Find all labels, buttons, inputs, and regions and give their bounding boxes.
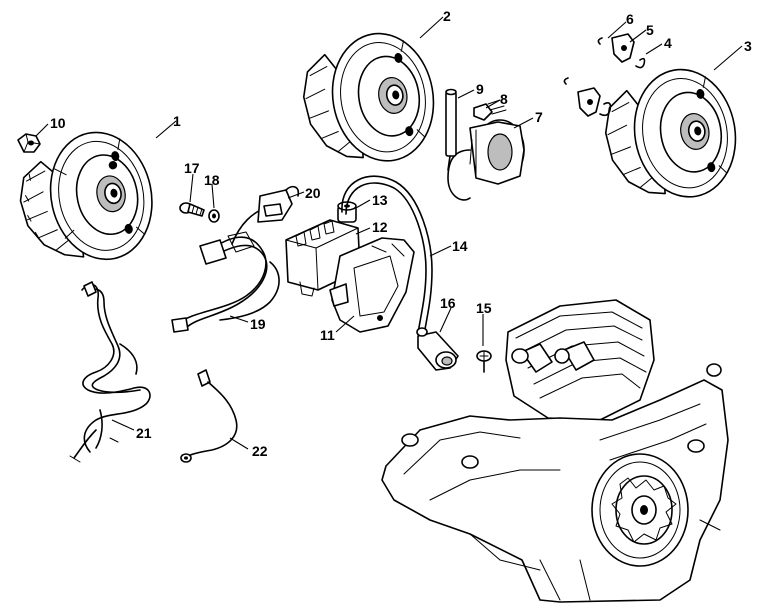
- wiring-harness-19[interactable]: [171, 205, 280, 333]
- callout-1[interactable]: 1: [173, 113, 181, 129]
- callout-22[interactable]: 22: [252, 443, 268, 459]
- flywheel-3[interactable]: [597, 62, 745, 210]
- callout-14[interactable]: 14: [452, 238, 468, 254]
- callout-21[interactable]: 21: [136, 425, 152, 441]
- callout-18[interactable]: 18: [204, 172, 220, 188]
- flywheel-1[interactable]: [10, 123, 164, 275]
- flywheel-2[interactable]: [295, 26, 443, 174]
- callout-10[interactable]: 10: [50, 115, 66, 131]
- cover-11[interactable]: [329, 237, 415, 333]
- callout-5[interactable]: 5: [646, 22, 654, 38]
- callout-16[interactable]: 16: [440, 295, 456, 311]
- washer-18[interactable]: [208, 209, 220, 223]
- callout-11[interactable]: 11: [320, 327, 335, 343]
- callout-7[interactable]: 7: [535, 109, 543, 125]
- callout-15[interactable]: 15: [476, 300, 492, 316]
- callout-2[interactable]: 2: [443, 8, 451, 24]
- callout-17[interactable]: 17: [184, 160, 200, 176]
- ht-lead-14[interactable]: [341, 175, 433, 337]
- callout-6[interactable]: 6: [626, 11, 634, 27]
- ignition-module-7[interactable]: [447, 119, 525, 201]
- pin-9[interactable]: [445, 88, 457, 171]
- nut-10[interactable]: [17, 133, 41, 153]
- screw-15[interactable]: [476, 350, 492, 373]
- pawl-parts-4-5-6[interactable]: [563, 33, 646, 117]
- wire-harness-21[interactable]: [69, 281, 151, 463]
- callout-numbers: 1 2 3 4 5 6 7 8 9 10 11 12 13 14 15 16 1…: [50, 8, 752, 459]
- ground-wire-22[interactable]: [180, 369, 238, 463]
- callout-9[interactable]: 9: [476, 81, 484, 97]
- callout-20[interactable]: 20: [305, 185, 321, 201]
- callout-13[interactable]: 13: [372, 192, 388, 208]
- leader-lines: [35, 16, 743, 450]
- callout-3[interactable]: 3: [744, 38, 752, 54]
- switch-20[interactable]: [257, 185, 300, 223]
- screw-17[interactable]: [179, 202, 205, 217]
- callout-19[interactable]: 19: [250, 316, 266, 332]
- callout-4[interactable]: 4: [664, 35, 672, 51]
- engine-crankcase: [381, 299, 729, 603]
- callout-12[interactable]: 12: [372, 219, 388, 235]
- spark-plug-boot-16[interactable]: [416, 327, 459, 371]
- callout-8[interactable]: 8: [500, 91, 508, 107]
